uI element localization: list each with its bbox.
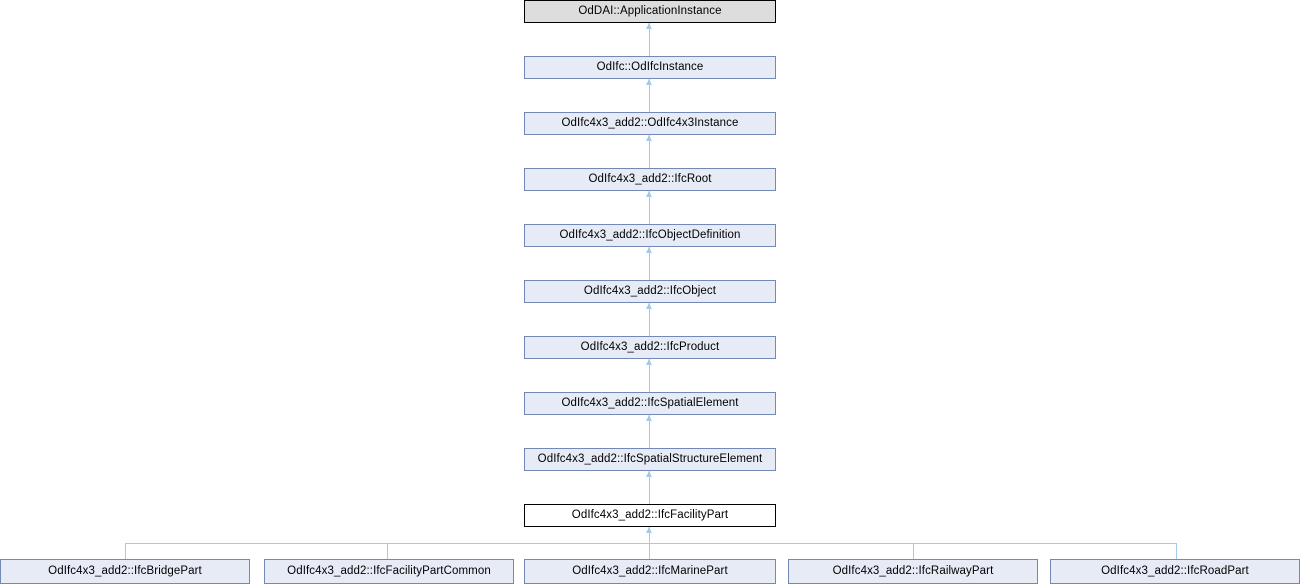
edge-vertical xyxy=(649,191,650,224)
class-node-ifcobject[interactable]: OdIfc4x3_add2::IfcObject xyxy=(524,280,776,303)
edge-vertical xyxy=(649,23,650,56)
inheritance-arrow-icon xyxy=(646,527,652,533)
class-node-label: OdIfc4x3_add2::IfcObject xyxy=(583,284,717,297)
class-node-label: OdDAI::ApplicationInstance xyxy=(578,4,722,17)
class-node-ifcbridgepart[interactable]: OdIfc4x3_add2::IfcBridgePart xyxy=(0,559,250,584)
class-node-ifcproduct[interactable]: OdIfc4x3_add2::IfcProduct xyxy=(524,336,776,359)
class-node-ifcspatialelement[interactable]: OdIfc4x3_add2::IfcSpatialElement xyxy=(524,392,776,415)
class-node-label: OdIfc4x3_add2::IfcBridgePart xyxy=(48,564,202,577)
class-node-label: OdIfc4x3_add2::IfcMarinePart xyxy=(572,564,728,577)
class-node-application-instance[interactable]: OdDAI::ApplicationInstance xyxy=(524,0,776,23)
edge-vertical-branch xyxy=(387,543,388,559)
class-node-label: OdIfc4x3_add2::IfcProduct xyxy=(580,340,720,353)
class-node-label: OdIfc4x3_add2::IfcRailwayPart xyxy=(832,564,994,577)
edge-vertical xyxy=(649,359,650,392)
inheritance-arrow-icon xyxy=(646,415,652,421)
edge-vertical xyxy=(649,415,650,448)
class-node-label: OdIfc4x3_add2::IfcSpatialStructureElemen… xyxy=(537,452,763,465)
edge-vertical xyxy=(649,303,650,336)
class-node-label: OdIfc4x3_add2::IfcRoot xyxy=(588,172,712,185)
edge-vertical xyxy=(649,247,650,280)
edge-vertical-branch xyxy=(125,543,126,559)
class-node-ifcmarinepart[interactable]: OdIfc4x3_add2::IfcMarinePart xyxy=(524,559,776,584)
class-node-ifcroot[interactable]: OdIfc4x3_add2::IfcRoot xyxy=(524,168,776,191)
class-node-label: OdIfc4x3_add2::OdIfc4x3Instance xyxy=(561,116,739,129)
inheritance-arrow-icon xyxy=(646,303,652,309)
class-node-ifcrailwaypart[interactable]: OdIfc4x3_add2::IfcRailwayPart xyxy=(788,559,1038,584)
class-node-odifc4x3instance[interactable]: OdIfc4x3_add2::OdIfc4x3Instance xyxy=(524,112,776,135)
class-node-label: OdIfc4x3_add2::IfcFacilityPart xyxy=(571,508,729,521)
edge-vertical-branch xyxy=(1176,543,1177,559)
class-node-odifcinstance[interactable]: OdIfc::OdIfcInstance xyxy=(524,56,776,79)
class-node-label: OdIfc4x3_add2::IfcObjectDefinition xyxy=(559,228,741,241)
edge-vertical xyxy=(649,135,650,168)
inheritance-arrow-icon xyxy=(646,359,652,365)
class-node-label: OdIfc4x3_add2::IfcRoadPart xyxy=(1101,564,1249,577)
class-node-ifcroadpart[interactable]: OdIfc4x3_add2::IfcRoadPart xyxy=(1050,559,1300,584)
class-node-ifcobjectdefinition[interactable]: OdIfc4x3_add2::IfcObjectDefinition xyxy=(524,224,776,247)
edge-vertical xyxy=(649,471,650,504)
class-node-label: OdIfc4x3_add2::IfcSpatialElement xyxy=(561,396,739,409)
inheritance-arrow-icon xyxy=(646,135,652,141)
inheritance-arrow-icon xyxy=(646,191,652,197)
class-node-ifcspatialstructureelement[interactable]: OdIfc4x3_add2::IfcSpatialStructureElemen… xyxy=(524,448,776,471)
inheritance-arrow-icon xyxy=(646,471,652,477)
class-node-ifcfacilitypart[interactable]: OdIfc4x3_add2::IfcFacilityPart xyxy=(524,504,776,527)
inheritance-arrow-icon xyxy=(646,247,652,253)
edge-horizontal-bus xyxy=(125,543,1177,544)
inheritance-arrow-icon xyxy=(646,23,652,29)
class-node-ifcfacilitypartcommon[interactable]: OdIfc4x3_add2::IfcFacilityPartCommon xyxy=(264,559,514,584)
class-node-label: OdIfc::OdIfcInstance xyxy=(596,60,704,73)
edge-vertical-branch xyxy=(913,543,914,559)
inheritance-arrow-icon xyxy=(646,79,652,85)
class-node-label: OdIfc4x3_add2::IfcFacilityPartCommon xyxy=(287,564,491,577)
edge-vertical xyxy=(649,79,650,112)
